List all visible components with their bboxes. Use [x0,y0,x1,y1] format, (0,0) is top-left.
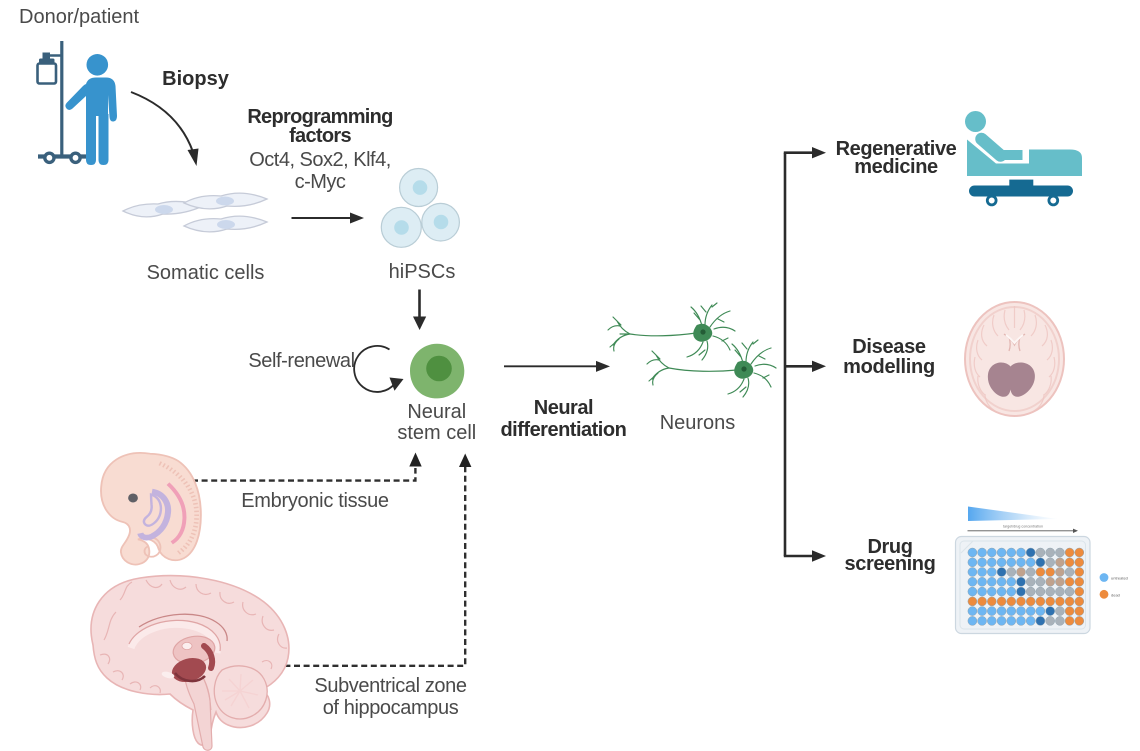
svg-text:target/drug concentration: target/drug concentration [1003,525,1043,529]
svg-text:untreated: untreated [1111,576,1128,581]
svg-text:dead: dead [1111,592,1120,597]
